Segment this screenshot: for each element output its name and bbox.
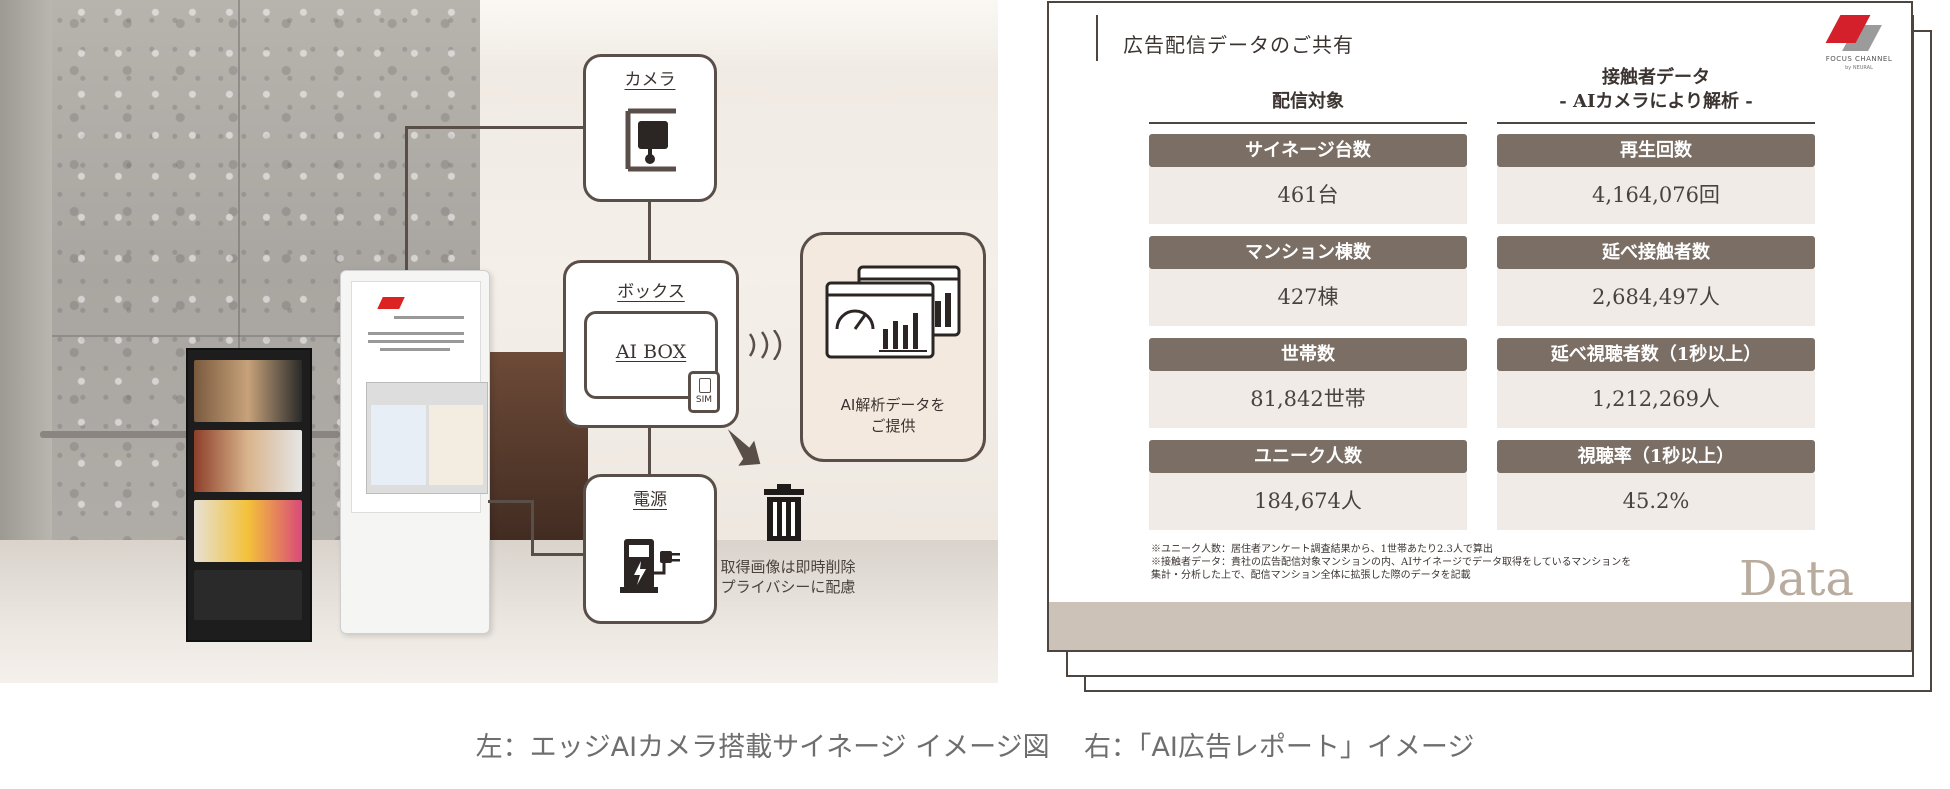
dashboard-icon bbox=[825, 265, 961, 359]
logo-icon bbox=[377, 297, 405, 309]
metric-view-rate: 視聴率（1秒以上） 45.2% bbox=[1497, 440, 1815, 530]
camera-node-title: カメラ bbox=[624, 70, 676, 90]
caption-right: 右：「AI広告レポート」イメージ bbox=[1083, 732, 1475, 763]
metric-value: 81,842世帯 bbox=[1149, 371, 1467, 428]
metric-play-count: 再生回数 4,164,076回 bbox=[1497, 134, 1815, 224]
metric-label: 延べ接触者数 bbox=[1497, 236, 1815, 269]
charger-icon bbox=[620, 539, 680, 593]
metric-value: 427棟 bbox=[1149, 269, 1467, 326]
left-column-header: 配信対象 bbox=[1272, 91, 1344, 112]
signage-stand bbox=[340, 270, 490, 634]
report-sheet-front: 広告配信データのご共有 FOCUS CHANNEL by NEURAL 配信対象… bbox=[1047, 1, 1913, 652]
footnote: ※ユニーク人数：居住者アンケート調査結果から、1世帯あたり2.3人で算出 bbox=[1151, 544, 1493, 555]
metric-value: 461台 bbox=[1149, 167, 1467, 224]
privacy-note: 取得画像は即時削除 プライバシーに配慮 bbox=[700, 557, 876, 597]
camera-icon bbox=[625, 108, 676, 172]
right-column-header: 接触者データ - AIカメラにより解析 - bbox=[1497, 66, 1815, 114]
power-node-title: 電源 bbox=[633, 490, 667, 510]
metric-label: マンション棟数 bbox=[1149, 236, 1467, 269]
metric-value: 184,674人 bbox=[1149, 473, 1467, 530]
metric-signage-count: サイネージ台数 461台 bbox=[1149, 134, 1467, 224]
sim-chip bbox=[699, 378, 711, 393]
trash-icon bbox=[764, 484, 804, 541]
metric-value: 1,212,269人 bbox=[1497, 371, 1815, 428]
right-column-rule bbox=[1497, 122, 1815, 124]
footnote: ※接触者データ：貴社の広告配信対象マンションの内、AIサイネージでデータ取得をし… bbox=[1151, 557, 1632, 568]
metric-total-contacts: 延べ接触者数 2,684,497人 bbox=[1497, 236, 1815, 326]
signage-screen bbox=[351, 281, 488, 513]
right-header-line1: 接触者データ bbox=[1602, 67, 1710, 88]
privacy-note-line1: 取得画像は即時削除 bbox=[720, 558, 856, 576]
box-node: ボックス AI BOX SIM bbox=[563, 260, 739, 428]
metric-label: 延べ視聴者数（1秒以上） bbox=[1497, 338, 1815, 371]
ceiling-light bbox=[480, 0, 998, 70]
brochure-rack bbox=[186, 348, 312, 642]
box-node-title: ボックス bbox=[617, 282, 685, 302]
caption-gap bbox=[1050, 732, 1084, 763]
floor bbox=[0, 540, 998, 683]
footnotes: ※ユニーク人数：居住者アンケート調査結果から、1世帯あたり2.3人で算出 ※接触… bbox=[1151, 543, 1711, 582]
metric-label: 世帯数 bbox=[1149, 338, 1467, 371]
sim-card-icon: SIM bbox=[688, 371, 720, 413]
metric-building-count: マンション棟数 427棟 bbox=[1149, 236, 1467, 326]
metric-unique-people: ユニーク人数 184,674人 bbox=[1149, 440, 1467, 530]
arrow-down-right-icon bbox=[727, 429, 761, 466]
metric-household-count: 世帯数 81,842世帯 bbox=[1149, 338, 1467, 428]
power-node: 電源 bbox=[583, 474, 717, 624]
analytics-data-text: AI解析データを ご提供 bbox=[803, 395, 983, 437]
brand-logo: FOCUS CHANNEL by NEURAL bbox=[1819, 15, 1899, 75]
privacy-note-line2: プライバシーに配慮 bbox=[720, 578, 856, 596]
sheet-footer-band bbox=[1049, 602, 1911, 650]
data-text-line1: AI解析データを bbox=[840, 396, 946, 414]
screen-content bbox=[366, 382, 488, 494]
caption-left: 左：エッジAIカメラ搭載サイネージ イメージ図 bbox=[475, 732, 1050, 763]
data-watermark: Data bbox=[1739, 551, 1855, 607]
metric-label: ユニーク人数 bbox=[1149, 440, 1467, 473]
metric-label: 視聴率（1秒以上） bbox=[1497, 440, 1815, 473]
metric-label: 再生回数 bbox=[1497, 134, 1815, 167]
signage-photo: カメラ ボックス AI BOX SIM bbox=[0, 0, 998, 683]
brand-by: by NEURAL bbox=[1845, 65, 1873, 71]
metric-value: 4,164,076回 bbox=[1497, 167, 1815, 224]
report-title: 広告配信データのご共有 bbox=[1123, 33, 1354, 57]
metric-value: 2,684,497人 bbox=[1497, 269, 1815, 326]
title-bracket bbox=[1096, 15, 1098, 61]
figure-caption: 左：エッジAIカメラ搭載サイネージ イメージ図 右：「AI広告レポート」イメージ bbox=[0, 725, 1950, 764]
signal-waves-icon bbox=[748, 330, 782, 360]
aibox-label: AI BOX bbox=[615, 341, 687, 363]
camera-node: カメラ bbox=[583, 54, 717, 202]
right-header-line2: - AIカメラにより解析 - bbox=[1559, 91, 1753, 112]
left-column-rule bbox=[1149, 122, 1467, 124]
sim-label: SIM bbox=[695, 395, 713, 405]
analytics-data-node: AI解析データを ご提供 bbox=[800, 232, 986, 462]
metric-total-viewers: 延べ視聴者数（1秒以上） 1,212,269人 bbox=[1497, 338, 1815, 428]
metric-value: 45.2% bbox=[1497, 473, 1815, 530]
footnote: 集計・分析した上で、配信マンション全体に拡張した際のデータを記載 bbox=[1151, 570, 1471, 581]
data-text-line2: ご提供 bbox=[870, 417, 916, 435]
metric-label: サイネージ台数 bbox=[1149, 134, 1467, 167]
brand-name: FOCUS CHANNEL bbox=[1825, 55, 1893, 63]
